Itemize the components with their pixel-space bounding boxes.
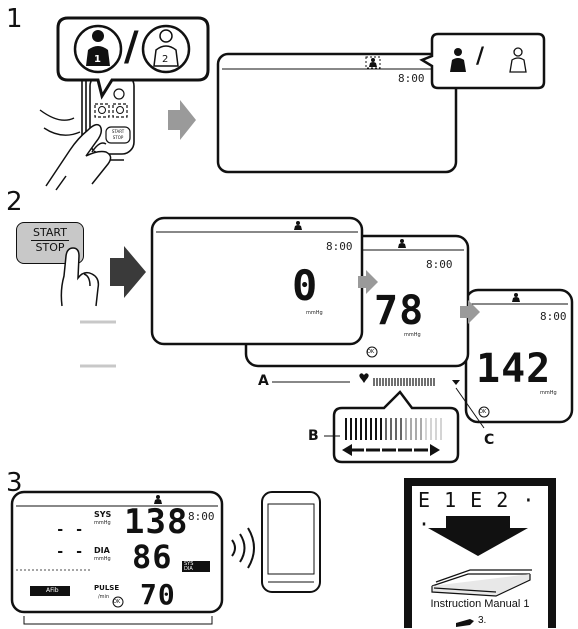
device-stop-text: STOP xyxy=(112,135,124,140)
user-separator-slash-small: / xyxy=(476,44,485,69)
finger-pressing-icon xyxy=(60,247,100,307)
device-start-label: START STOP xyxy=(107,129,129,141)
manual-reference: 3. xyxy=(478,615,487,626)
ok-text: OK xyxy=(113,599,121,605)
sys-value: 138 xyxy=(124,502,189,542)
step-number-1: 1 xyxy=(6,4,23,34)
ok-text: OK xyxy=(367,349,375,355)
wireless-signal-icon xyxy=(231,527,255,569)
arrow-right-icon xyxy=(168,100,196,140)
smartphone-icon xyxy=(261,491,321,593)
error-codes: E 1 E 2 · · · xyxy=(418,488,562,536)
pressure-unit-78: mmHg xyxy=(404,332,421,338)
arrow-down-icon xyxy=(428,516,528,556)
device-start-stop-button xyxy=(105,126,131,144)
start-label: START xyxy=(33,226,67,239)
callout-c: C xyxy=(484,432,495,448)
sys-label: SYS xyxy=(94,510,112,519)
user-icons-callout xyxy=(419,32,546,90)
user-1-icon xyxy=(86,30,110,66)
pressure-value-78: 78 xyxy=(374,288,425,334)
hand-pressing-icon xyxy=(45,123,112,191)
user-select-callout xyxy=(56,16,210,100)
lcd-screen-step1 xyxy=(216,52,458,174)
pointer-triangle-icon xyxy=(452,380,460,385)
dash-dia: - - xyxy=(56,544,85,560)
arrow-right-icon xyxy=(460,300,480,324)
ok-icon xyxy=(478,406,490,418)
pressure-value-142: 142 xyxy=(476,346,552,392)
instruction-manual-icon xyxy=(431,569,532,597)
lcd-time-step1: 8:00 xyxy=(398,72,425,85)
device-round-button xyxy=(113,88,125,100)
pulse-unit: /min xyxy=(98,594,110,600)
pressure-unit-0: mmHg xyxy=(306,310,323,316)
dia-label: DIA xyxy=(94,546,110,555)
device-start-text: START xyxy=(111,129,125,134)
user-2-number: 2 xyxy=(162,54,169,65)
step-number-2: 2 xyxy=(6,187,23,217)
arrow-right-icon xyxy=(358,270,378,294)
lcd-user-icon xyxy=(369,58,377,67)
arrow-right-icon xyxy=(110,246,146,298)
lcd-time-screen2: 8:00 xyxy=(426,258,453,271)
callout-c-line xyxy=(455,387,485,429)
lcd-screen-result xyxy=(10,490,224,614)
ok-text: OK xyxy=(479,409,487,415)
step-number-3: 3 xyxy=(6,468,23,498)
pressure-bar-indicator xyxy=(373,378,435,386)
lcd-time-screen3: 8:00 xyxy=(540,310,567,323)
dash-sys: - - xyxy=(56,522,85,538)
pulse-label: PULSE xyxy=(94,584,120,592)
pressure-value-0: 0 xyxy=(292,261,319,310)
pressure-bar-callout xyxy=(332,390,460,464)
user-separator-slash: / xyxy=(124,24,139,70)
sys-unit: mmHg xyxy=(94,520,111,526)
callout-a: A xyxy=(258,373,269,389)
lcd-time-screen1: 8:00 xyxy=(326,240,353,253)
user-2-icon xyxy=(153,29,179,67)
heart-icon xyxy=(359,373,369,383)
afib-badge xyxy=(30,586,70,596)
dia-unit: mmHg xyxy=(94,556,111,562)
user-1-number: 1 xyxy=(94,54,101,65)
afib-label: AFib xyxy=(46,587,59,594)
callout-b: B xyxy=(308,428,319,444)
pressure-unit-142: mmHg xyxy=(540,390,557,396)
error-panel-inner xyxy=(412,486,548,628)
pulse-value: 70 xyxy=(140,578,176,611)
stop-label: STOP xyxy=(35,241,65,254)
ok-icon xyxy=(366,346,378,358)
pointing-hand-icon xyxy=(456,619,474,627)
ok-icon xyxy=(112,596,124,608)
manual-label: Instruction Manual 1 xyxy=(430,598,530,610)
dia-value: 86 xyxy=(132,538,173,576)
bracket-line xyxy=(23,616,213,625)
sys-dia-badge-label: SYS DIA xyxy=(184,561,194,572)
sys-dia-badge xyxy=(182,561,210,572)
lcd-time-result: 8:00 xyxy=(188,510,215,523)
start-stop-button[interactable]: START STOP xyxy=(16,222,84,264)
